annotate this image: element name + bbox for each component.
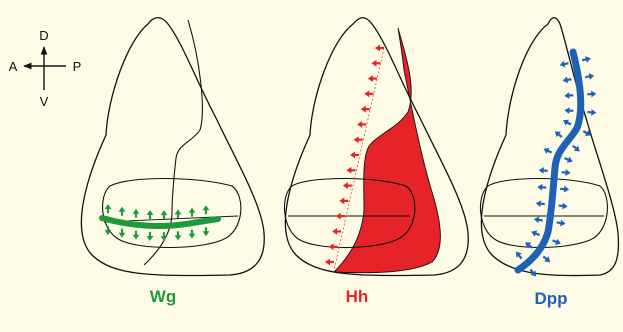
dpp-signal-arrow: [581, 55, 591, 64]
hh-signal-arrow: [332, 228, 341, 235]
wg-signal-arrow: [189, 208, 196, 217]
wg-signal-arrow: [175, 231, 182, 240]
wg-signal-arrow: [119, 229, 126, 238]
dpp-signal-arrow: [537, 183, 547, 191]
hh-signal-arrow: [325, 259, 334, 266]
wg-signal-arrow: [105, 226, 112, 235]
wg-signal-arrow: [175, 209, 182, 218]
compass: D V A P: [9, 28, 82, 109]
hh-signal-arrow: [329, 243, 338, 250]
dpp-signal-arrow: [563, 155, 574, 165]
wg-signal-arrow: [133, 209, 140, 218]
wg-signal-arrow: [161, 210, 168, 219]
wg-signal-arrow: [203, 227, 210, 236]
compass-anterior-label: A: [9, 59, 18, 74]
wing-disc-outline: [81, 18, 264, 276]
panel-wg: Wg: [81, 18, 264, 306]
hh-signal-arrow: [346, 167, 355, 174]
dpp-signal-arrow: [513, 250, 524, 261]
hh-signal-arrow: [361, 106, 370, 113]
panel-label-wg: Wg: [150, 287, 176, 306]
wg-signal-arrow: [133, 231, 140, 240]
hh-signal-arrow: [364, 90, 373, 97]
dpp-signal-arrow: [564, 107, 574, 114]
hh-signal-arrow: [339, 197, 348, 204]
panel-label-hh: Hh: [346, 287, 369, 306]
hh-signal-arrow: [354, 136, 363, 143]
hh-signal-arrow: [357, 121, 366, 128]
dpp-signal-arrow: [530, 229, 541, 239]
dpp-signal-arrow: [538, 167, 548, 175]
dpp-signal-arrow: [559, 60, 569, 69]
compass-posterior-label: P: [73, 59, 82, 74]
dpp-signal-arrow: [561, 169, 571, 177]
hh-signal-arrow: [343, 182, 352, 189]
dpp-signal-arrow: [551, 237, 562, 247]
dpp-signal-arrow: [587, 109, 597, 116]
wg-signal-arrow: [147, 232, 154, 241]
wg-signal-arrow: [189, 230, 196, 239]
hh-signal-arrow: [371, 60, 380, 67]
dpp-signal-arrow: [571, 143, 582, 154]
hh-expression-region: [334, 28, 440, 273]
hh-signal-arrow: [350, 152, 359, 159]
dpp-signal-arrow: [587, 90, 596, 97]
compass-ventral-label: V: [40, 94, 49, 109]
dpp-signal-arrow: [553, 129, 564, 140]
dpp-signal-arrow: [564, 92, 573, 99]
dpp-signal-arrow: [558, 202, 568, 210]
wg-signal-arrow: [147, 210, 154, 219]
dpp-signal-arrow: [541, 254, 552, 265]
panel-label-dpp: Dpp: [534, 289, 567, 308]
compass-dorsal-label: D: [39, 28, 48, 43]
dpp-signal-arrow: [585, 72, 595, 80]
dpp-signal-arrow: [535, 200, 545, 208]
dpp-signal-arrow: [533, 216, 543, 224]
dpp-signal-arrow: [561, 117, 572, 127]
wg-signal-arrow: [119, 207, 126, 216]
dpp-signal-arrow: [542, 146, 553, 156]
panel-hh: Hh: [284, 18, 468, 306]
hh-signal-arrow: [368, 75, 377, 82]
dpp-signal-arrow: [556, 219, 566, 227]
panel-dpp: Dpp: [480, 18, 618, 308]
dpp-signal-arrow: [523, 240, 534, 251]
wg-signal-arrow: [161, 232, 168, 241]
dpp-signal-arrow: [560, 185, 570, 193]
hh-signal-arrow: [336, 213, 345, 220]
hh-signal-arrow: [375, 45, 384, 52]
wg-signal-arrow: [105, 204, 112, 213]
dpp-signal-arrow: [562, 76, 572, 84]
wg-signal-arrow: [203, 205, 210, 214]
